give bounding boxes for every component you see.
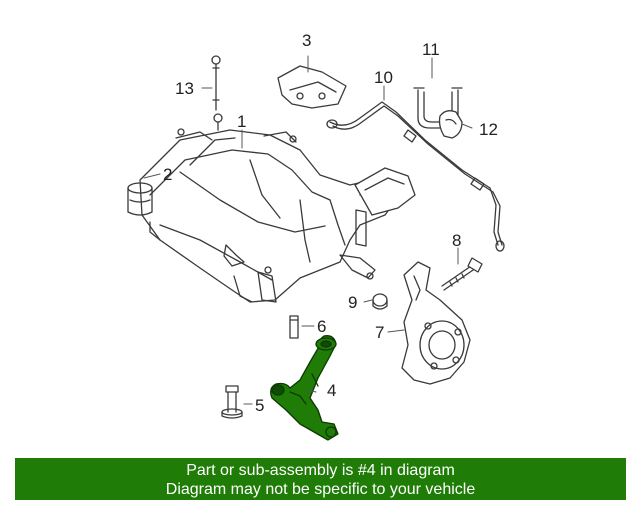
callout-leader-lines [143,55,473,405]
exploded-parts-diagram: 1 2 3 4 5 6 7 8 9 10 11 12 13 [127,31,505,441]
callout-label-11: 11 [422,40,440,59]
callout-label-9: 9 [348,293,357,312]
callout-label-2: 2 [163,165,172,184]
notice-part-number: Part or sub-assembly is #4 in diagram [186,462,455,479]
callout-label-8: 8 [452,231,461,250]
stabilizer-bar-part [326,101,505,252]
subframe-part [139,128,401,303]
callout-label-7: 7 [375,323,384,342]
callout-label-1: 1 [237,112,246,131]
steering-knuckle-part [401,261,471,385]
subframe-right-bracket [339,167,416,279]
nut-part [372,293,388,310]
mount-bushing-part [127,182,153,216]
knuckle-bolt-part [441,257,483,291]
lower-control-arm-part [270,335,339,441]
callout-label-6: 6 [317,317,326,336]
bracket-plate-part [277,65,347,109]
notice-disclaimer: Diagram may not be specific to your vehi… [165,481,476,498]
callout-label-12: 12 [479,120,498,139]
stabilizer-link-part [211,55,223,131]
callout-label-4: 4 [327,381,336,400]
callout-label-10: 10 [374,68,393,87]
diagram-notice-banner: Part or sub-assembly is #4 in diagram Di… [15,458,626,500]
stabilizer-bushing-part [438,110,463,139]
arm-bolt-part [289,315,299,339]
callout-label-13: 13 [175,79,194,98]
washer-bolt-part [221,385,243,419]
callout-label-3: 3 [302,31,311,50]
callout-label-5: 5 [255,396,264,415]
